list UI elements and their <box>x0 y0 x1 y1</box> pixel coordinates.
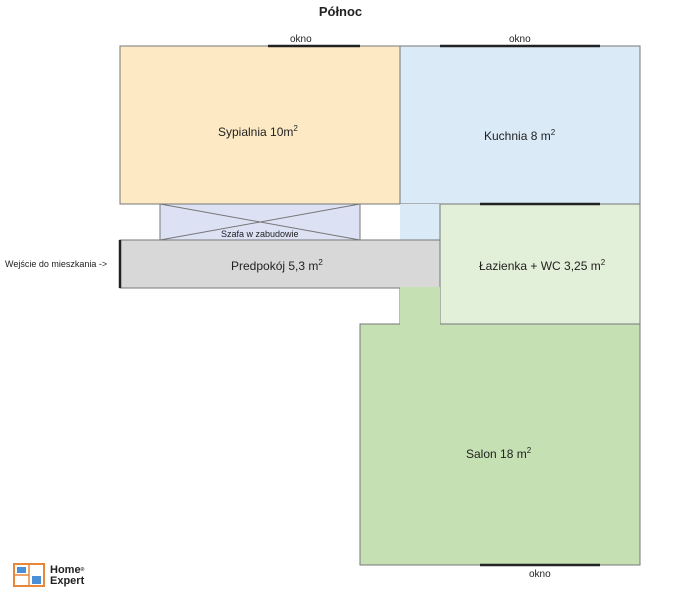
room-lazienka <box>439 203 641 325</box>
label-sypialnia-text: Sypialnia 10m <box>218 125 294 139</box>
label-kuchnia: Kuchnia 8 m2 <box>484 128 555 143</box>
house-icon <box>13 563 45 587</box>
label-przedpokoj-text: Predpokój 5,3 m <box>231 259 319 273</box>
window-label-sypialnia: okno <box>290 34 312 45</box>
label-szafa: Szafa w zabudowie <box>221 229 299 239</box>
label-salon-text: Salon 18 m <box>466 447 527 461</box>
label-kuchnia-text: Kuchnia 8 m <box>484 129 551 143</box>
label-przedpokoj: Predpokój 5,3 m2 <box>231 258 323 273</box>
label-sypialnia: Sypialnia 10m2 <box>218 124 298 139</box>
room-salon <box>359 287 641 566</box>
entrance-label: Wejście do mieszkania -> <box>5 259 108 269</box>
logo-line2: Expert <box>50 575 85 587</box>
label-przedpokoj-sup: 2 <box>318 258 323 267</box>
label-salon: Salon 18 m2 <box>466 446 531 461</box>
room-kuchnia-extension <box>400 204 440 240</box>
window-label-kuchnia: okno <box>509 34 531 45</box>
logo-line1: Home <box>50 564 81 576</box>
compass-north-label: Północ <box>318 4 363 19</box>
label-sypialnia-sup: 2 <box>293 124 298 133</box>
label-salon-sup: 2 <box>526 446 532 455</box>
logo-text: Home® Expert <box>50 565 84 587</box>
window-label-salon: okno <box>529 569 551 580</box>
label-lazienka-text: Łazienka + WC 3,25 m <box>479 259 601 273</box>
room-kuchnia <box>399 45 641 205</box>
szafa-cross-b <box>159 203 361 241</box>
label-lazienka-sup: 2 <box>600 258 606 267</box>
label-lazienka: Łazienka + WC 3,25 m2 <box>479 258 605 273</box>
label-kuchnia-sup: 2 <box>550 128 556 137</box>
room-przedpokoj <box>119 239 441 289</box>
salon-connector <box>400 287 440 325</box>
logo-registered-mark: ® <box>80 567 85 573</box>
